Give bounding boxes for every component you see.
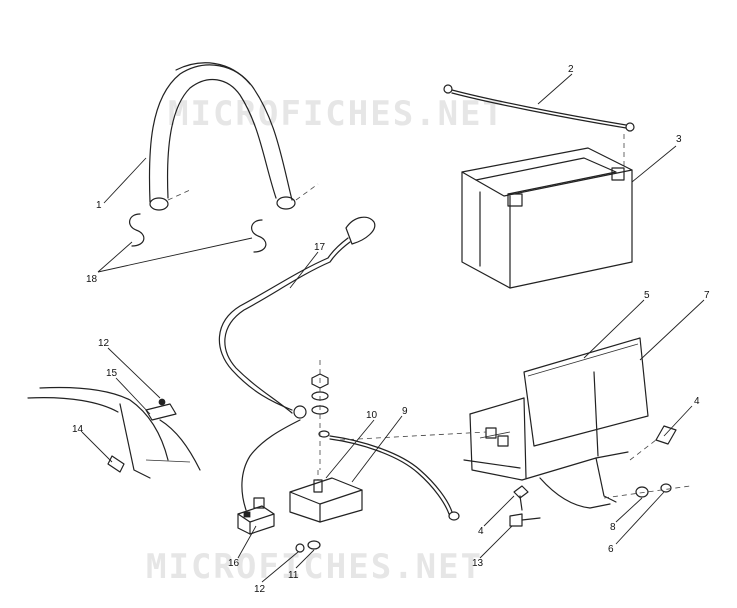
callout-9: 9 (402, 406, 408, 417)
callout-18: 18 (86, 274, 98, 285)
callout-14: 14 (72, 424, 84, 435)
main-cable (218, 216, 376, 419)
callout-3: 3 (676, 134, 682, 145)
bolts (513, 425, 677, 511)
leader-lines (81, 73, 705, 583)
battery-box (339, 337, 649, 509)
frame (27, 386, 201, 479)
callout-1: 1 (96, 200, 102, 211)
callout-12-bottom: 12 (254, 584, 266, 595)
callout-17: 17 (314, 242, 326, 253)
callout-16: 16 (228, 558, 240, 569)
battery-strap (148, 62, 319, 211)
callout-2: 2 (568, 64, 574, 75)
callout-7: 7 (704, 290, 710, 301)
s-hooks (129, 213, 267, 253)
callout-11: 11 (288, 570, 299, 581)
terminal-hardware (311, 360, 330, 470)
callout-8: 8 (610, 522, 616, 533)
screw (509, 513, 541, 527)
callout-4-bottom: 4 (478, 526, 484, 537)
callout-6: 6 (608, 544, 614, 555)
right-washer-nut (603, 483, 691, 499)
callout-5: 5 (644, 290, 650, 301)
battery (461, 147, 633, 289)
callout-13: 13 (472, 558, 484, 569)
bottom-washer-nut (295, 540, 321, 553)
callout-10: 10 (366, 410, 378, 421)
watermark-top: MICROFICHES.NET (168, 94, 505, 134)
watermark-bottom: MICROFICHES.NET (146, 547, 483, 587)
callout-15: 15 (106, 368, 118, 379)
callout-4-right: 4 (694, 396, 700, 407)
ground-cable (241, 419, 460, 521)
callout-12-left: 12 (98, 338, 110, 349)
battery-cable (443, 84, 635, 168)
solenoid (289, 470, 363, 523)
callouts: 1 2 3 4 4 5 6 7 8 9 10 11 12 12 13 14 15… (72, 64, 710, 595)
relay (237, 497, 275, 535)
